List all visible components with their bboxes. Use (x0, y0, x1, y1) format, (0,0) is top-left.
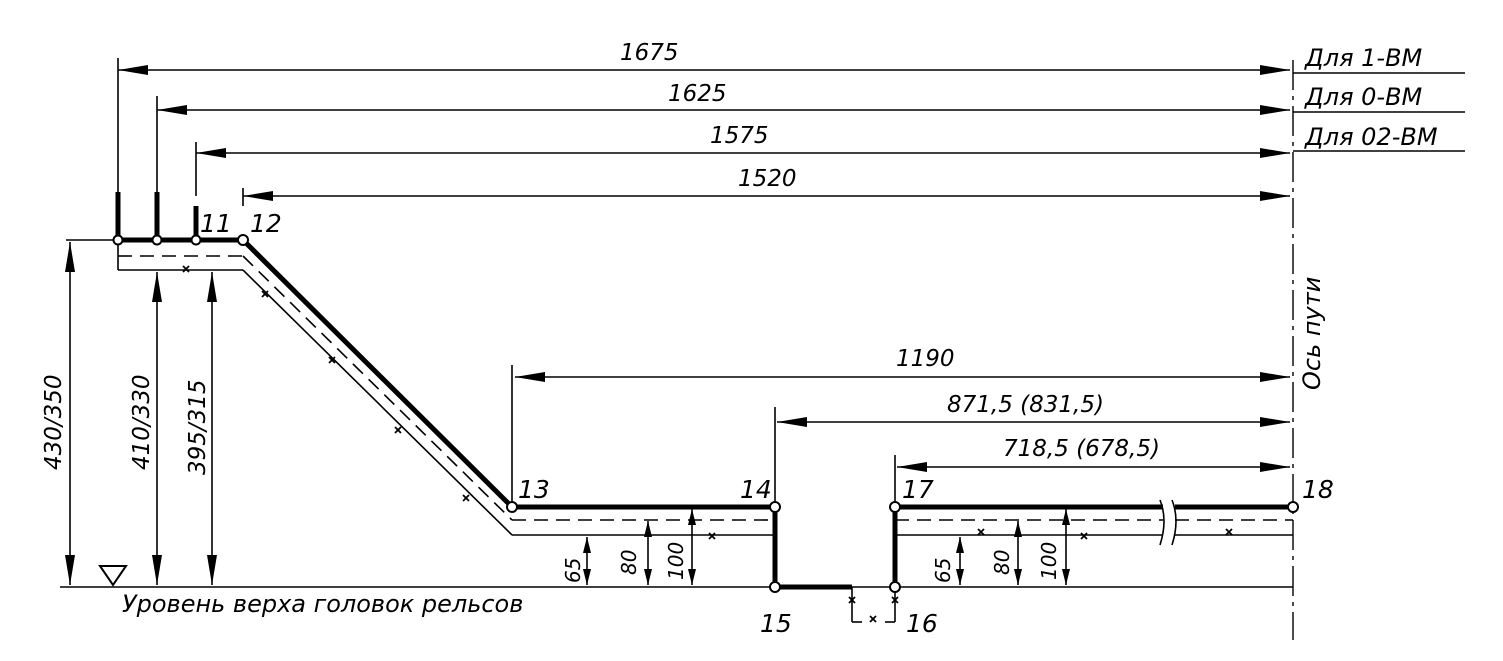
nodes (112, 234, 1299, 593)
legend-row-3: Для 02-ВМ (1304, 123, 1438, 151)
small-dims-right (956, 509, 1070, 585)
dim-text-1190: 1190 (896, 346, 955, 372)
point-15: 15 (760, 609, 792, 638)
neutral-markers (182, 265, 1233, 540)
dim-text-1625: 1625 (668, 81, 727, 107)
dimension-871 (774, 407, 1290, 505)
dim-text-100-right: 100 (1037, 542, 1061, 580)
dimension-1190 (511, 365, 1290, 505)
top-extension-lines (117, 58, 244, 206)
point-11: 11 (200, 209, 232, 238)
left-posts (115, 192, 199, 240)
legend-row-2: Для 0-ВМ (1304, 83, 1423, 111)
track-axis-label: Ось пути (1298, 277, 1326, 390)
dim-text-65-mid: 65 (561, 558, 585, 583)
dim-text-1575: 1575 (710, 123, 769, 149)
vertical-dimension-410 (152, 272, 162, 585)
point-14: 14 (740, 475, 772, 504)
left-block (116, 237, 243, 271)
legend-row-1: Для 1-ВМ (1304, 44, 1423, 72)
dimension-1520 (243, 191, 1290, 201)
dim-text-1520: 1520 (738, 166, 797, 192)
vertical-dimension-395 (207, 272, 217, 585)
dim-text-718: 718,5 (678,5) (1003, 436, 1160, 462)
dim-text-430-350: 430/350 (41, 374, 67, 470)
dim-text-80-mid: 80 (617, 550, 641, 575)
point-13: 13 (518, 475, 550, 504)
level-marker-icon (98, 565, 128, 587)
dimension-1575 (196, 148, 1290, 158)
point-17: 17 (902, 475, 934, 504)
rail-level-label: Уровень верха головок рельсов (122, 590, 523, 618)
legend-rules (1293, 72, 1465, 152)
slope-profile (241, 238, 514, 536)
dim-text-395-315: 395/315 (185, 379, 211, 475)
dimension-1625 (157, 105, 1290, 115)
dimension-718 (894, 455, 1290, 505)
dim-text-65-right: 65 (931, 558, 955, 583)
dim-text-1675: 1675 (620, 40, 679, 66)
dim-text-410-330: 410/330 (129, 374, 155, 470)
gap-detail (848, 587, 899, 623)
dim-text-871: 871,5 (831,5) (947, 392, 1104, 418)
right-block (892, 499, 1293, 587)
point-18: 18 (1302, 475, 1334, 504)
vertical-dimension-430 (65, 242, 75, 585)
dim-text-100-mid: 100 (664, 542, 688, 580)
dimension-1675 (118, 65, 1290, 75)
point-16: 16 (906, 609, 938, 638)
small-dims-middle (583, 509, 696, 585)
dim-text-80-right: 80 (990, 550, 1014, 575)
point-12: 12 (250, 209, 282, 238)
